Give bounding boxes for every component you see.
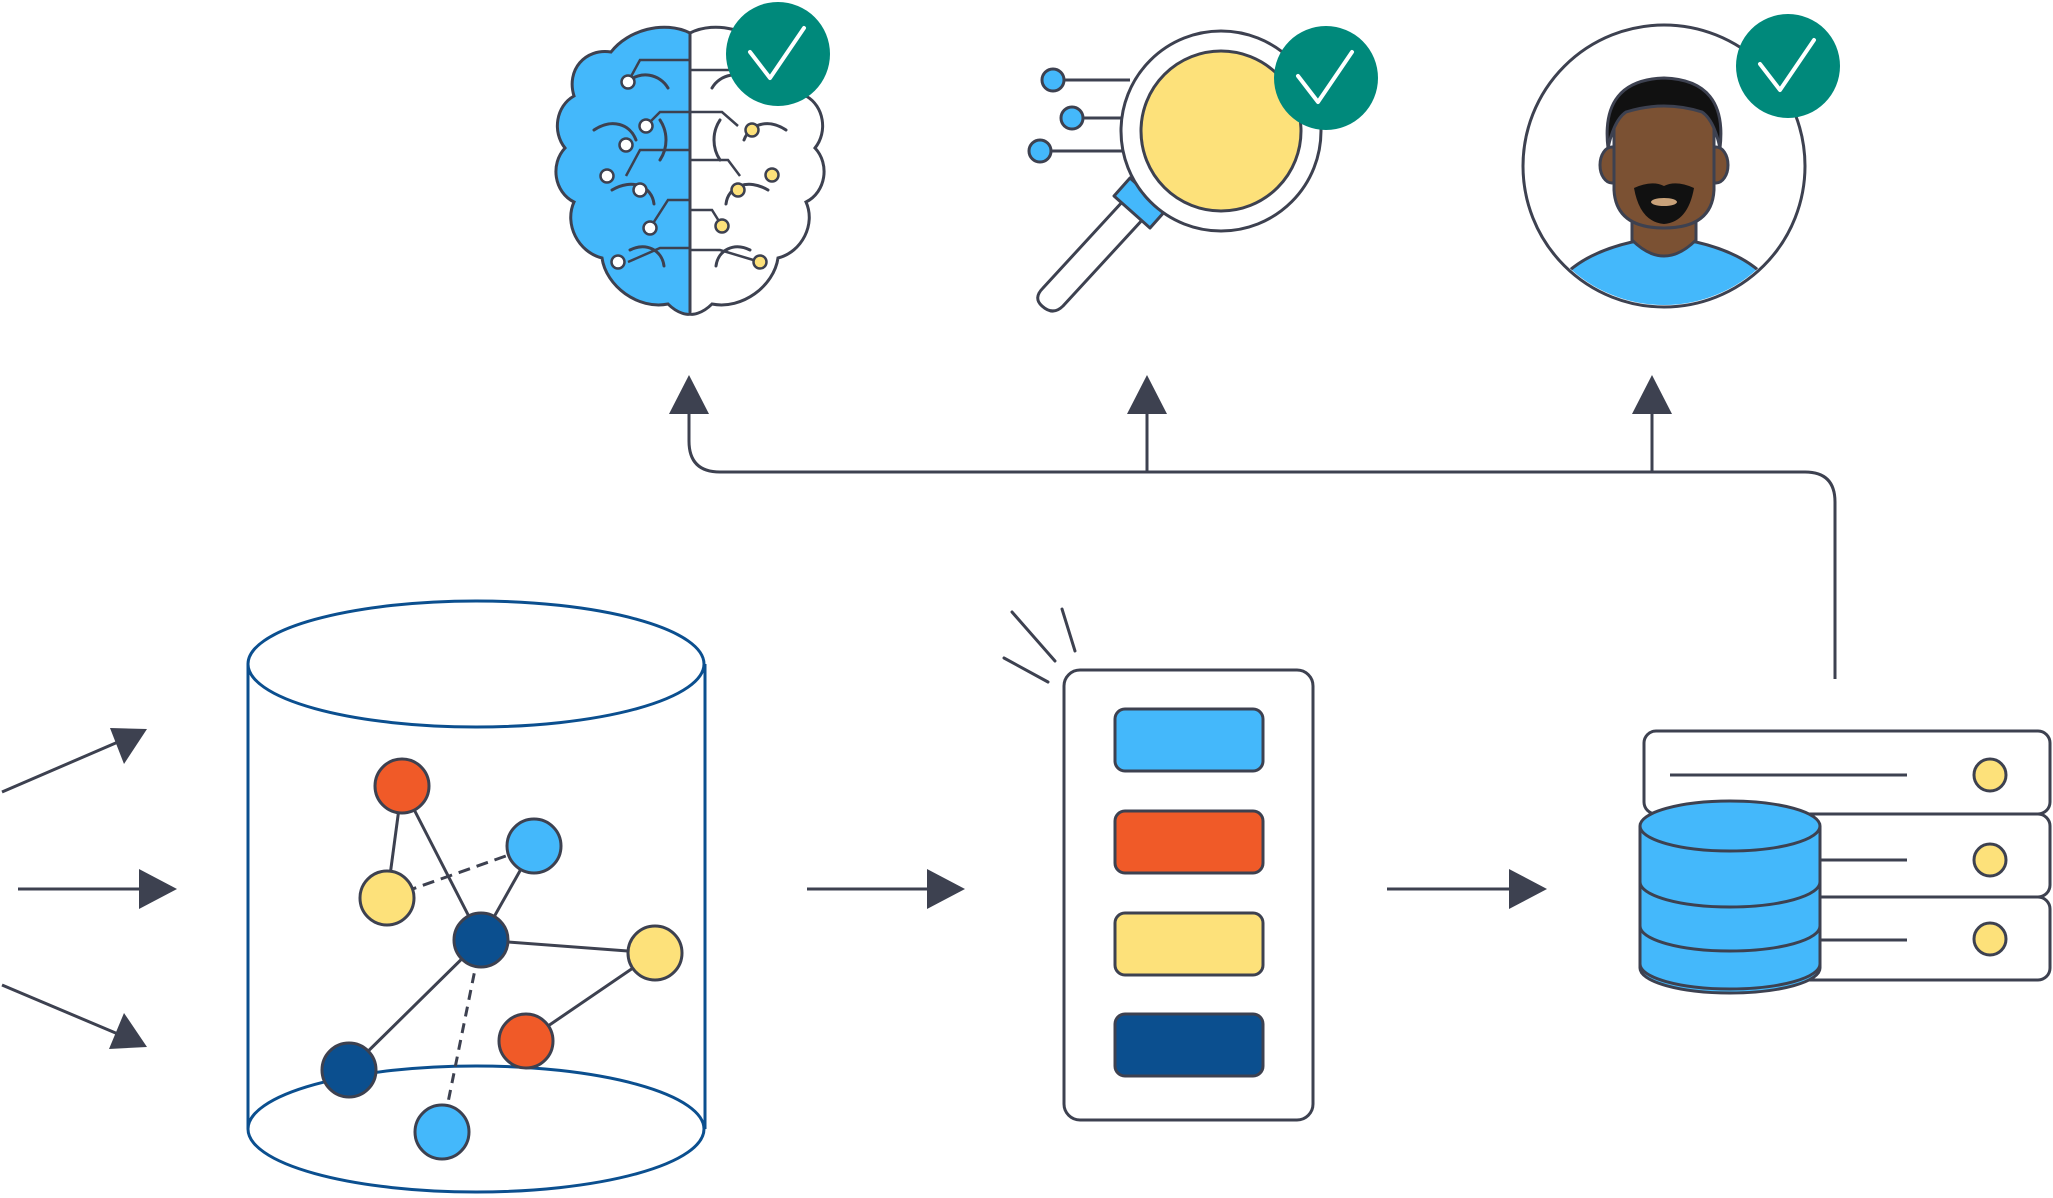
graph-node-navy — [452, 911, 510, 969]
graph-nodes — [320, 757, 684, 1161]
graph-node-orange — [373, 757, 431, 815]
person-avatar-icon — [1521, 14, 1840, 309]
graph-node-sky — [413, 1103, 471, 1161]
avatar-hair — [1605, 76, 1723, 149]
magnifier-lens — [1139, 49, 1303, 213]
magnifier-handle — [1036, 176, 1168, 313]
flow-arrow-graph-to-features — [807, 869, 965, 909]
feature-bar-yellow — [1113, 911, 1265, 977]
incoming-arrows — [1, 728, 177, 1049]
graph-database-icon — [246, 599, 707, 1194]
graph-node-sky — [505, 817, 563, 875]
incoming-arrow-middle — [18, 869, 177, 909]
checkmark-icon — [1736, 14, 1840, 118]
arrowhead-to-search — [1127, 375, 1167, 414]
arrowhead-to-brain — [669, 375, 709, 414]
server-status-light — [1972, 757, 2008, 793]
magnifier-icon — [1027, 26, 1378, 313]
avatar-mouth — [1651, 198, 1677, 206]
cylinder-outline — [246, 599, 707, 1194]
checkmark-icon — [726, 2, 830, 106]
graph-node-orange — [497, 1012, 555, 1070]
graph-node-yellow — [358, 869, 416, 927]
server-database-icon — [1638, 729, 2052, 995]
brain-icon — [554, 2, 830, 316]
server-status-light — [1972, 921, 2008, 957]
feature-bar-orange — [1113, 809, 1265, 875]
brain-circuit-left — [599, 58, 690, 270]
incoming-arrow-bottom — [1, 983, 147, 1049]
feature-bar-sky — [1113, 707, 1265, 773]
checkmark-icon — [1274, 26, 1378, 130]
search-signal-lines — [1027, 67, 1140, 164]
output-connector — [687, 410, 1837, 679]
flow-arrow-features-to-store — [1387, 869, 1547, 909]
database-stack — [1638, 799, 1822, 995]
feature-bar-navy — [1113, 1012, 1265, 1078]
brain-left-hemisphere — [555, 27, 690, 315]
feature-list-icon — [1002, 607, 1315, 1122]
graph-node-navy — [320, 1041, 378, 1099]
output-arrowheads — [669, 375, 1672, 414]
incoming-arrow-top — [1, 728, 147, 794]
server-status-light — [1972, 842, 2008, 878]
graph-node-yellow — [626, 924, 684, 982]
feature-card — [1062, 668, 1315, 1122]
arrowhead-to-person — [1632, 375, 1672, 414]
alert-lines — [1002, 607, 1077, 684]
